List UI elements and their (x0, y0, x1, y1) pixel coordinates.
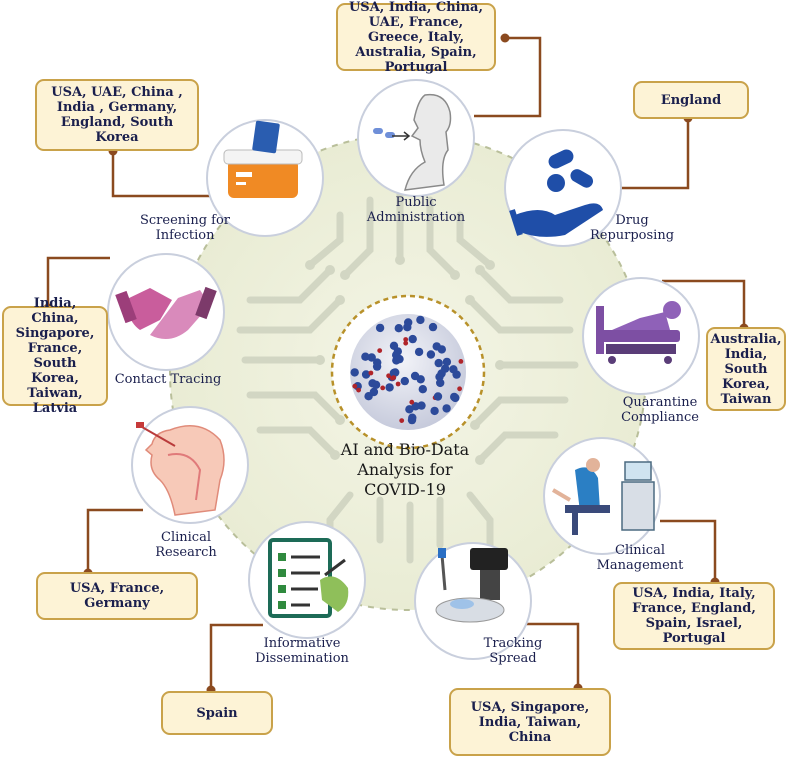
spike-protein (418, 385, 427, 394)
spike-protein (369, 387, 379, 397)
virus-dot (377, 348, 383, 353)
spike-protein (416, 375, 425, 384)
connector-quarantine (662, 279, 746, 328)
spike-protein (404, 318, 413, 327)
checklist-icon (268, 538, 349, 618)
label-drug: Drug Repurposing (589, 213, 675, 243)
spike-protein (375, 323, 385, 333)
spike-protein (408, 334, 417, 344)
countries-contact: India, China, Singapore, France, South K… (2, 296, 108, 416)
label-contact: Contact Tracing (114, 372, 222, 387)
spike-protein (434, 358, 443, 368)
spike-protein (393, 347, 402, 356)
center-title: AI and Bio-Data Analysis for COVID-19 (340, 440, 470, 499)
virus-dot (391, 375, 397, 380)
spike-protein (442, 404, 451, 413)
virus-dot (399, 418, 405, 423)
virus-dot (356, 387, 361, 393)
label-clinical-mgmt: Clinical Management (596, 543, 684, 573)
spike-protein (372, 362, 382, 371)
countries-informative: Spain (161, 691, 273, 735)
spike-protein (394, 324, 403, 333)
connector-screening (111, 151, 210, 198)
spike-protein (350, 368, 359, 377)
virus-dot (395, 381, 401, 387)
label-public-admin: Public Administration (366, 195, 466, 225)
virus-dot (352, 383, 358, 389)
pcr-machine-icon (223, 120, 303, 198)
spike-protein (442, 357, 452, 367)
connector-contact (46, 256, 110, 308)
countries-public-admin: USA, India, China, UAE, France, Greece, … (336, 0, 496, 75)
connector-public-admin (474, 36, 542, 118)
spike-protein (433, 392, 443, 401)
countries-clinical-mgmt: USA, India, Italy, France, England, Spai… (613, 582, 775, 650)
connector-informative (209, 623, 263, 690)
spike-protein (451, 393, 460, 403)
virus-dot (457, 386, 462, 392)
spike-protein (426, 350, 436, 359)
countries-drug: England (633, 81, 749, 119)
connector-tracking (511, 622, 580, 688)
spike-protein (392, 356, 401, 365)
virus-dot (403, 337, 409, 342)
node-circle-contact (107, 253, 225, 371)
spike-protein (371, 380, 381, 389)
spike-protein (449, 365, 458, 374)
spike-protein (436, 378, 445, 388)
virus-dot (458, 359, 464, 364)
lab-instrument-icon (435, 548, 508, 623)
connectors (46, 36, 746, 690)
spike-protein (361, 370, 371, 379)
patient-monitor-icon (551, 458, 655, 535)
handshake-icon (115, 286, 217, 339)
hospital-bed-icon (596, 301, 681, 364)
spike-protein (428, 322, 438, 332)
nasal-swab-icon (136, 422, 225, 516)
virus-dot (403, 340, 409, 346)
spike-protein (385, 383, 394, 392)
spike-protein (414, 347, 424, 357)
spike-protein (437, 345, 446, 354)
label-quarantine: Quarantine Compliance (621, 395, 699, 425)
spike-protein (407, 415, 417, 425)
countries-tracking: USA, Singapore, India, Taiwan, China (449, 688, 611, 756)
label-tracking: Tracking Spread (483, 636, 543, 666)
virus-dot (368, 370, 374, 376)
spike-protein (361, 352, 370, 361)
countries-screening: USA, UAE, China , India , Germany, Engla… (35, 79, 199, 151)
spike-protein (367, 353, 376, 362)
person-inhaling-icon (373, 93, 452, 191)
circuit-nodes (305, 255, 505, 465)
connector-drug (608, 118, 690, 190)
spike-protein (389, 368, 399, 378)
countries-clinical-research: USA, France, Germany (36, 572, 198, 620)
spike-protein (430, 406, 439, 416)
spike-protein (437, 369, 446, 378)
label-clinical-research: Clinical Research (155, 530, 217, 560)
virus-dot (386, 373, 391, 379)
countries-quarantine: Australia, India, South Korea, Taiwan (706, 327, 786, 411)
pills-hand-icon (509, 149, 603, 237)
spike-protein (411, 402, 420, 411)
label-informative: Informative Dissemination (255, 636, 349, 666)
virus-spikes (350, 315, 464, 425)
virus-dot (409, 399, 415, 405)
connector-clinical-mgmt (660, 519, 717, 582)
connector-clinical-research (86, 508, 143, 573)
label-screening: Screening for Infection (140, 213, 230, 243)
virus-dot (380, 385, 386, 391)
spike-protein (416, 315, 425, 325)
spike-protein (400, 376, 409, 386)
